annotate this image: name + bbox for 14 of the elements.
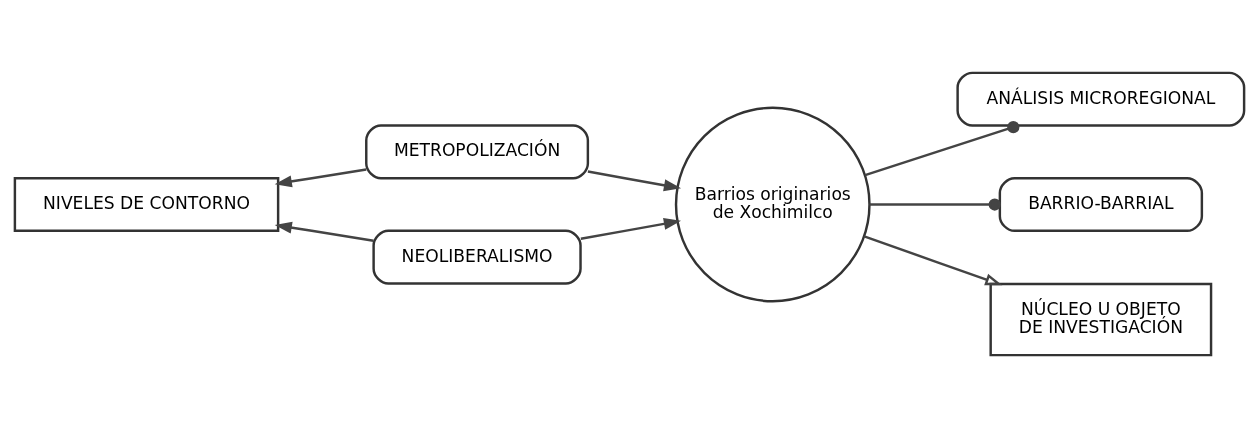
node-box: NEOLIBERALISMO [372, 229, 582, 285]
arrow [580, 217, 681, 240]
node-box: ANÁLISIS MICROREGIONAL [956, 71, 1246, 127]
connector [864, 120, 1020, 176]
node-box: NÚCLEO U OBJETO DE INVESTIGACIÓN [989, 282, 1213, 356]
node-box: NIVELES DE CONTORNO [13, 176, 280, 232]
node-circle: Barrios originarios de Xochimilco [674, 106, 871, 302]
arrow [274, 167, 367, 187]
node-box: BARRIO-BARRIAL [998, 176, 1204, 232]
arrow [863, 234, 1003, 285]
node-box: METROPOLIZACIÓN [365, 123, 590, 179]
arrow [274, 221, 374, 242]
connector [869, 197, 1001, 211]
arrow [587, 169, 682, 191]
